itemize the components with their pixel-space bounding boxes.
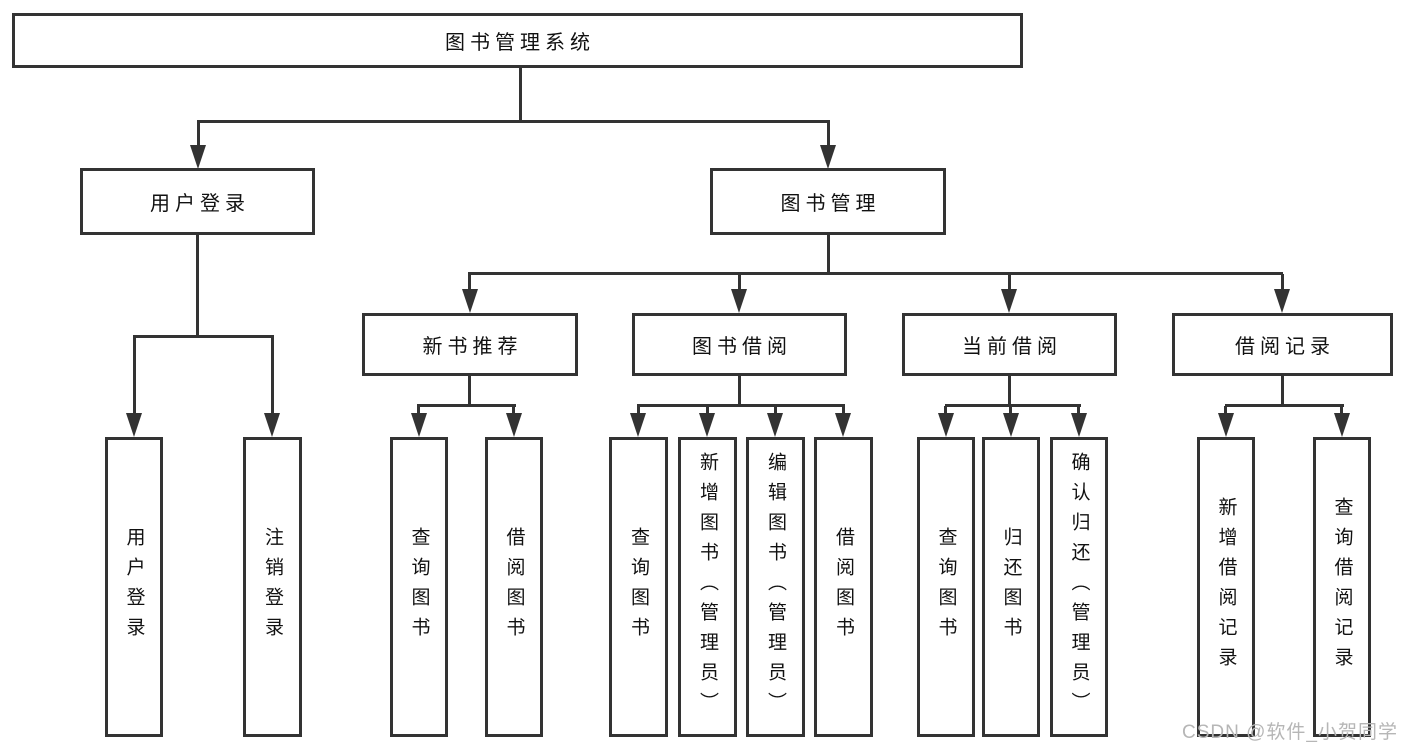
connector-line xyxy=(738,376,741,406)
leaf-label: 查询借阅记录 xyxy=(1331,497,1353,677)
leaf-label: 查询图书 xyxy=(408,527,430,647)
arrowhead-down-icon xyxy=(767,413,783,437)
connector-line xyxy=(197,122,200,146)
connector-line xyxy=(1008,274,1011,290)
csdn-watermark: CSDN @软件_小贺同学 xyxy=(1182,722,1398,743)
leaf-label: 用户登录 xyxy=(123,527,145,647)
connector-line xyxy=(1281,274,1284,290)
node-borrow-records: 借阅记录 xyxy=(1172,313,1393,376)
arrowhead-down-icon xyxy=(411,413,427,437)
connector-line xyxy=(468,376,471,406)
leaf-user-login: 用户登录 xyxy=(105,437,163,737)
node-current-borrow: 当前借阅 xyxy=(902,313,1117,376)
connector-line xyxy=(417,404,516,407)
leaf-label: 确认归还（管理员） xyxy=(1068,452,1090,722)
node-library-system: 图书管理系统 xyxy=(12,13,1023,68)
arrowhead-down-icon xyxy=(699,413,715,437)
connector-line xyxy=(197,120,830,123)
leaf-br-query-record: 查询借阅记录 xyxy=(1313,437,1371,737)
connector-line xyxy=(842,406,845,414)
node-book-borrow: 图书借阅 xyxy=(632,313,847,376)
connector-line xyxy=(417,406,420,414)
connector-line xyxy=(1009,406,1012,414)
leaf-nb-borrow-books: 借阅图书 xyxy=(485,437,543,737)
leaf-cb-query-books: 查询图书 xyxy=(917,437,975,737)
connector-line xyxy=(133,335,274,338)
connector-line xyxy=(271,337,274,415)
connector-line xyxy=(944,406,947,414)
connector-line xyxy=(1077,406,1080,414)
leaf-bb-borrow-books: 借阅图书 xyxy=(814,437,873,737)
connector-line xyxy=(1281,376,1284,406)
leaf-label: 新增借阅记录 xyxy=(1215,497,1237,677)
connector-line xyxy=(519,68,522,122)
connector-line xyxy=(827,235,830,275)
arrowhead-down-icon xyxy=(1334,413,1350,437)
arrowhead-down-icon xyxy=(820,145,836,169)
leaf-cb-confirm-return-admin: 确认归还（管理员） xyxy=(1050,437,1108,737)
connector-line xyxy=(468,274,471,290)
connector-line xyxy=(637,404,845,407)
node-book-management: 图书管理 xyxy=(710,168,946,235)
connector-line xyxy=(468,272,1283,275)
connector-line xyxy=(512,406,515,414)
leaf-cb-return-books: 归还图书 xyxy=(982,437,1040,737)
node-user-login-group: 用户登录 xyxy=(80,168,315,235)
connector-line xyxy=(133,337,136,415)
connector-line xyxy=(738,274,741,290)
leaf-bb-edit-books-admin: 编辑图书（管理员） xyxy=(746,437,805,737)
connector-line xyxy=(774,406,777,414)
arrowhead-down-icon xyxy=(835,413,851,437)
leaf-label: 查询图书 xyxy=(628,527,649,647)
arrowhead-down-icon xyxy=(1218,413,1234,437)
arrowhead-down-icon xyxy=(126,413,142,437)
arrowhead-down-icon xyxy=(1274,289,1290,313)
connector-line xyxy=(196,235,199,337)
connector-line xyxy=(945,404,1081,407)
leaf-logout: 注销登录 xyxy=(243,437,302,737)
node-new-book-recommend: 新书推荐 xyxy=(362,313,578,376)
connector-line xyxy=(1225,404,1344,407)
connector-line xyxy=(827,122,830,146)
connector-line xyxy=(1008,376,1011,406)
leaf-label: 查询图书 xyxy=(935,527,957,647)
arrowhead-down-icon xyxy=(1071,413,1087,437)
arrowhead-down-icon xyxy=(462,289,478,313)
connector-line xyxy=(1340,406,1343,414)
arrowhead-down-icon xyxy=(506,413,522,437)
arrowhead-down-icon xyxy=(264,413,280,437)
leaf-label: 借阅图书 xyxy=(503,527,525,647)
connector-line xyxy=(1224,406,1227,414)
leaf-nb-query-books: 查询图书 xyxy=(390,437,448,737)
leaf-bb-add-books-admin: 新增图书（管理员） xyxy=(678,437,737,737)
arrowhead-down-icon xyxy=(938,413,954,437)
connector-line xyxy=(706,406,709,414)
arrowhead-down-icon xyxy=(630,413,646,437)
arrowhead-down-icon xyxy=(1001,289,1017,313)
leaf-br-add-record: 新增借阅记录 xyxy=(1197,437,1255,737)
arrowhead-down-icon xyxy=(1003,413,1019,437)
leaf-label: 归还图书 xyxy=(1000,527,1022,647)
leaf-label: 注销登录 xyxy=(262,527,283,647)
arrowhead-down-icon xyxy=(190,145,206,169)
leaf-label: 新增图书（管理员） xyxy=(697,452,718,722)
leaf-label: 编辑图书（管理员） xyxy=(765,452,786,722)
arrowhead-down-icon xyxy=(731,289,747,313)
leaf-bb-query-books: 查询图书 xyxy=(609,437,668,737)
leaf-label: 借阅图书 xyxy=(833,527,854,647)
connector-line xyxy=(637,406,640,414)
